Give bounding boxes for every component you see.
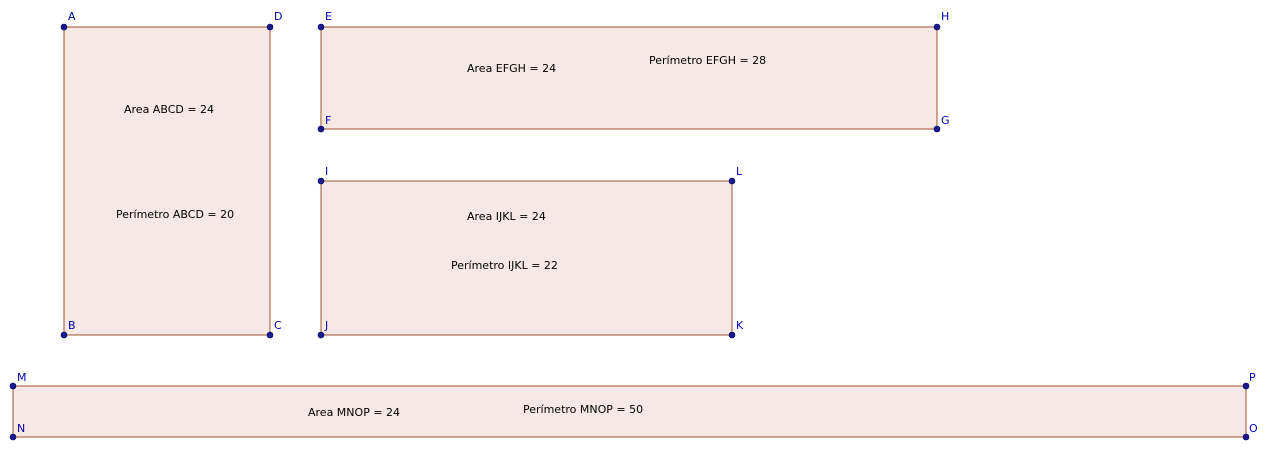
label-point-c: C [274, 319, 282, 332]
point-p[interactable] [1242, 382, 1250, 390]
label-point-l: L [736, 165, 743, 178]
point-f[interactable] [317, 125, 325, 133]
point-h[interactable] [933, 23, 941, 31]
area-efgh-text[interactable]: Area EFGH = 24 [467, 62, 556, 75]
rectangle-abcd: A D B C Area ABCD = 24 Perímetro ABCD = … [60, 10, 282, 339]
point-b[interactable] [60, 331, 68, 339]
point-c[interactable] [266, 331, 274, 339]
label-point-k: K [736, 319, 744, 332]
label-point-i: I [325, 165, 328, 178]
area-mnop-text[interactable]: Area MNOP = 24 [308, 406, 400, 419]
point-e[interactable] [317, 23, 325, 31]
perimeter-efgh-text[interactable]: Perímetro EFGH = 28 [649, 54, 766, 67]
label-point-b: B [68, 319, 76, 332]
point-m[interactable] [9, 382, 17, 390]
polygon-abcd[interactable] [63, 26, 271, 336]
label-point-j: J [324, 319, 328, 332]
label-point-o: O [1249, 422, 1258, 435]
point-j[interactable] [317, 331, 325, 339]
point-i[interactable] [317, 177, 325, 185]
polygon-efgh[interactable] [320, 26, 938, 130]
area-abcd-text[interactable]: Area ABCD = 24 [124, 103, 214, 116]
polygon-ijkl[interactable] [320, 180, 733, 336]
perimeter-ijkl-text[interactable]: Perímetro IJKL = 22 [451, 259, 558, 272]
point-o[interactable] [1242, 433, 1250, 441]
label-point-f: F [325, 114, 331, 127]
perimeter-mnop-text[interactable]: Perímetro MNOP = 50 [523, 403, 643, 416]
label-point-p: P [1249, 371, 1256, 384]
label-point-g: G [941, 114, 950, 127]
point-d[interactable] [266, 23, 274, 31]
label-point-e: E [325, 10, 332, 23]
label-point-n: N [17, 422, 25, 435]
point-g[interactable] [933, 125, 941, 133]
label-point-m: M [17, 371, 27, 384]
polygon-mnop[interactable] [12, 385, 1247, 438]
rectangle-ijkl: I L J K Area IJKL = 24 Perímetro IJKL = … [317, 165, 744, 339]
rectangle-mnop: M P N O Area MNOP = 24 Perímetro MNOP = … [9, 371, 1258, 441]
label-point-h: H [941, 10, 949, 23]
point-a[interactable] [60, 23, 68, 31]
rectangle-efgh: E H F G Area EFGH = 24 Perímetro EFGH = … [317, 10, 950, 133]
point-l[interactable] [728, 177, 736, 185]
point-n[interactable] [9, 433, 17, 441]
label-point-d: D [274, 10, 282, 23]
area-ijkl-text[interactable]: Area IJKL = 24 [467, 210, 546, 223]
label-point-a: A [68, 10, 76, 23]
perimeter-abcd-text[interactable]: Perímetro ABCD = 20 [116, 208, 234, 221]
point-k[interactable] [728, 331, 736, 339]
